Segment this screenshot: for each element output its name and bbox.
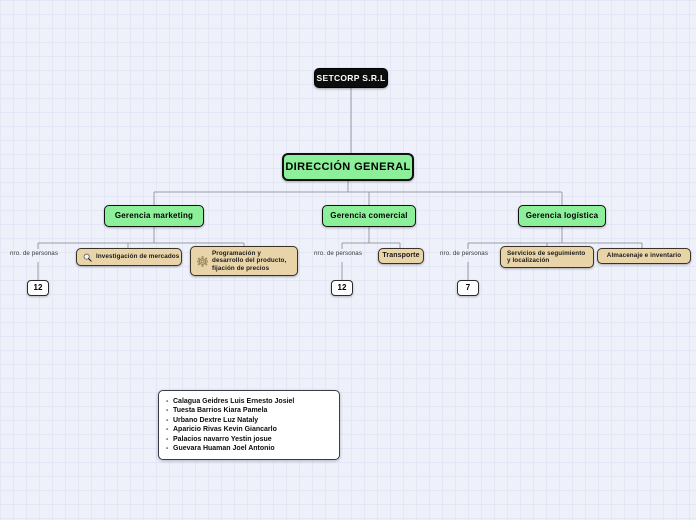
node-gerencia-comercial[interactable]: Gerencia comercial: [322, 205, 416, 227]
list-item: -Guevara Huaman Joel Antonio: [166, 444, 330, 453]
roster-box[interactable]: -Calagua Geidres Luis Ernesto Josiel -Tu…: [158, 390, 340, 461]
caption-nro-personas-comercial: nro. de personas: [314, 250, 363, 257]
node-servicios-seguimiento-localizacion[interactable]: Servicios de seguimiento y localización: [500, 246, 594, 268]
list-item: -Aparicio Rivas Kevin Giancarlo: [166, 425, 330, 434]
bullet-dash: -: [166, 426, 169, 434]
roster-name: Aparicio Rivas Kevin Giancarlo: [173, 426, 277, 434]
node-investigacion-de-mercados-label: Investigación de mercados: [96, 253, 180, 261]
count-box-marketing-value: 12: [33, 283, 43, 293]
count-box-comercial-value: 12: [337, 283, 347, 293]
node-company-root[interactable]: SETCORP S.R.L: [314, 68, 388, 88]
node-gerencia-logistica-label: Gerencia logística: [525, 211, 599, 221]
node-investigacion-de-mercados[interactable]: Investigación de mercados: [76, 248, 182, 266]
list-item: -Tuesta Barrios Kiara Pamela: [166, 406, 330, 415]
node-programacion-desarrollo-producto[interactable]: Programación y desarrollo del producto, …: [190, 246, 298, 276]
count-box-marketing[interactable]: 12: [27, 280, 49, 296]
list-item: -Urbano Dextre Luz Nataly: [166, 416, 330, 425]
bullet-dash: -: [166, 407, 169, 415]
node-company-root-label: SETCORP S.R.L: [316, 72, 386, 83]
magnifier-icon: [83, 253, 92, 262]
node-almacenaje-inventario-label: Almacenaje e inventario: [606, 252, 682, 260]
node-gerencia-marketing[interactable]: Gerencia marketing: [104, 205, 204, 227]
bullet-dash: -: [166, 444, 169, 452]
count-box-logistica-value: 7: [465, 283, 471, 293]
node-direccion-general-label: DIRECCIÓN GENERAL: [285, 160, 411, 173]
gear-icon: [197, 255, 208, 267]
node-gerencia-marketing-label: Gerencia marketing: [114, 211, 194, 221]
roster-name: Palacios navarro Yestin josue: [173, 435, 272, 443]
list-item: -Calagua Geidres Luis Ernesto Josiel: [166, 397, 330, 406]
list-item: -Palacios navarro Yestin josue: [166, 435, 330, 444]
node-programacion-desarrollo-producto-label: Programación y desarrollo del producto, …: [212, 249, 287, 272]
caption-nro-personas-marketing: nro. de personas: [10, 250, 59, 257]
node-direccion-general[interactable]: DIRECCIÓN GENERAL: [282, 153, 414, 181]
bullet-dash: -: [166, 416, 169, 424]
node-almacenaje-inventario[interactable]: Almacenaje e inventario: [597, 248, 691, 264]
node-gerencia-comercial-label: Gerencia comercial: [330, 211, 408, 221]
count-box-logistica[interactable]: 7: [457, 280, 479, 296]
node-transporte[interactable]: Transporte: [378, 248, 424, 264]
bullet-dash: -: [166, 398, 169, 405]
caption-nro-personas-logistica: nro. de personas: [440, 250, 489, 257]
bullet-dash: -: [166, 435, 169, 443]
roster-name: Calagua Geidres Luis Ernesto Josiel: [173, 398, 295, 405]
roster-name: Tuesta Barrios Kiara Pamela: [173, 407, 268, 415]
node-transporte-label: Transporte: [382, 251, 420, 259]
count-box-comercial[interactable]: 12: [331, 280, 353, 296]
node-servicios-seguimiento-localizacion-label: Servicios de seguimiento y localización: [507, 249, 586, 264]
roster-name: Guevara Huaman Joel Antonio: [173, 444, 275, 452]
roster-name: Urbano Dextre Luz Nataly: [173, 416, 259, 424]
node-gerencia-logistica[interactable]: Gerencia logística: [518, 205, 606, 227]
